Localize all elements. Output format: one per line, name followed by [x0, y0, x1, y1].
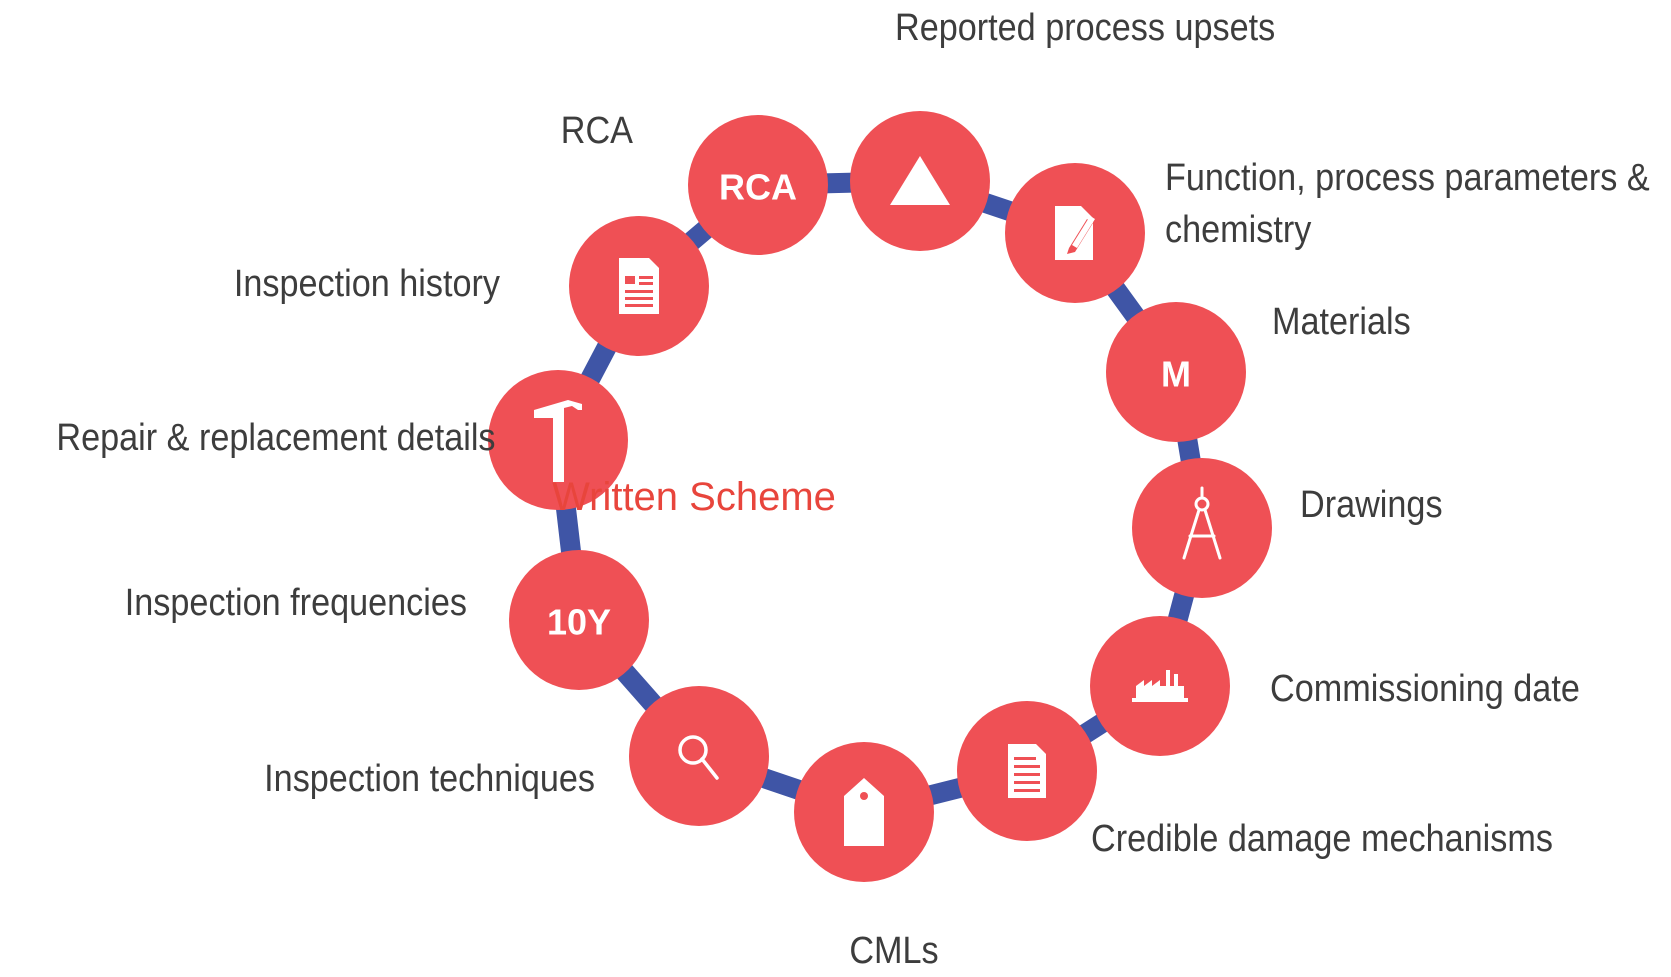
- label-commissioning-date: Commissioning date: [1270, 668, 1580, 710]
- label-materials: Materials: [1272, 301, 1411, 343]
- node-text-materials: M: [1161, 354, 1191, 395]
- label-drawings: Drawings: [1300, 484, 1443, 526]
- document-lines-icon: [1008, 744, 1046, 798]
- node-text-inspection-frequencies: 10Y: [547, 602, 611, 643]
- factory-icon: [1132, 670, 1188, 702]
- node-text-rca: RCA: [719, 167, 797, 208]
- label-reported-process-upsets: Reported process upsets: [895, 7, 1276, 49]
- label-rca: RCA: [560, 110, 633, 152]
- node-rca: RCA: [688, 115, 828, 255]
- node-reported-process-upsets: [850, 111, 990, 251]
- label-inspection-history: Inspection history: [233, 263, 500, 305]
- report-document-icon: [619, 258, 659, 314]
- label-cmls: CMLs: [849, 930, 939, 972]
- hammer-icon: [534, 400, 582, 482]
- document-pen-icon: [1055, 206, 1095, 260]
- label-repair-replacement-details: Repair & replacement details: [56, 417, 496, 459]
- center-title: Written Scheme: [552, 475, 836, 519]
- label-credible-damage-mechanisms: Credible damage mechanisms: [1091, 818, 1553, 860]
- node-drawings: [1132, 458, 1272, 598]
- tag-icon: [844, 778, 884, 846]
- node-credible-damage-mechanisms: [957, 701, 1097, 841]
- label-function-process-parameters-chemistry: Function, process parameters & chemistry: [1165, 152, 1650, 256]
- label-line: chemistry: [1165, 209, 1312, 251]
- node-function-process-parameters-chemistry: [1005, 163, 1145, 303]
- drafting-compass-icon: [1182, 486, 1222, 560]
- node-cmls: [794, 742, 934, 882]
- label-inspection-techniques: Inspection techniques: [264, 758, 595, 800]
- node-inspection-history: [569, 216, 709, 356]
- node-inspection-techniques: [629, 686, 769, 826]
- node-materials: M: [1106, 302, 1246, 442]
- warning-triangle-icon: [890, 156, 950, 205]
- magnifier-icon: [678, 735, 719, 780]
- label-line: Function, process parameters &: [1165, 157, 1650, 199]
- label-inspection-frequencies: Inspection frequencies: [124, 582, 467, 624]
- node-repair-replacement-details: [488, 370, 628, 510]
- node-commissioning-date: [1090, 616, 1230, 756]
- node-inspection-frequencies: 10Y: [509, 550, 649, 690]
